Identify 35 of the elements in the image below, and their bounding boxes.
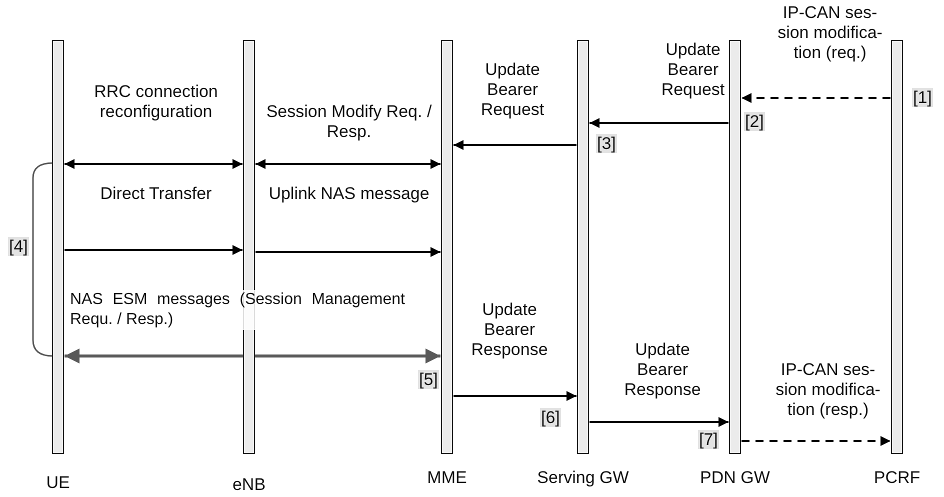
lifeline-name: PCRF bbox=[874, 468, 920, 488]
edge-label: Direct Transfer bbox=[99, 184, 213, 204]
edge-label: IP-CAN ses- sion modifica- tion (req.) bbox=[776, 3, 884, 63]
edge-label: NAS ESM messages (Session Management Requ. / Resp.) bbox=[70, 290, 405, 330]
edge-label: Update Bearer Request bbox=[480, 60, 546, 120]
lifeline-name: UE bbox=[46, 473, 70, 493]
message-arrow bbox=[454, 391, 576, 401]
lifeline-name: eNB bbox=[232, 475, 266, 495]
edge-label: RRC connection reconfiguration bbox=[93, 82, 219, 122]
message-arrow bbox=[590, 118, 728, 128]
message-arrow bbox=[742, 436, 890, 446]
step-number: [1] bbox=[912, 88, 933, 107]
message-arrow bbox=[590, 417, 728, 427]
edge-label: Update Bearer Request bbox=[660, 40, 726, 100]
edge-label: Uplink NAS message bbox=[268, 184, 430, 204]
step-number: [2] bbox=[744, 112, 765, 131]
edge-label: Update Bearer Response bbox=[623, 340, 702, 400]
message-arrow bbox=[742, 93, 890, 103]
step-number: [5] bbox=[418, 370, 439, 389]
message-arrow bbox=[64, 348, 440, 364]
lifeline-name: Serving GW bbox=[537, 468, 629, 488]
message-arrow bbox=[256, 247, 440, 257]
message-arrow bbox=[454, 140, 576, 150]
lifeline-name: PDN GW bbox=[700, 468, 770, 488]
step-number: [3] bbox=[596, 134, 617, 153]
message-arrow bbox=[64, 245, 242, 255]
message-arrow bbox=[256, 159, 440, 169]
step-number: [6] bbox=[540, 408, 561, 427]
edge-label: IP-CAN ses- sion modifica- tion (resp.) bbox=[774, 360, 882, 420]
step-number: [4] bbox=[8, 237, 29, 256]
edge-label: Session Modify Req. / Resp. bbox=[265, 102, 433, 142]
lifeline-name: MME bbox=[427, 468, 467, 488]
message-arrow bbox=[64, 159, 242, 169]
step-number: [7] bbox=[698, 430, 719, 449]
edge-label: Update Bearer Response bbox=[470, 300, 549, 360]
